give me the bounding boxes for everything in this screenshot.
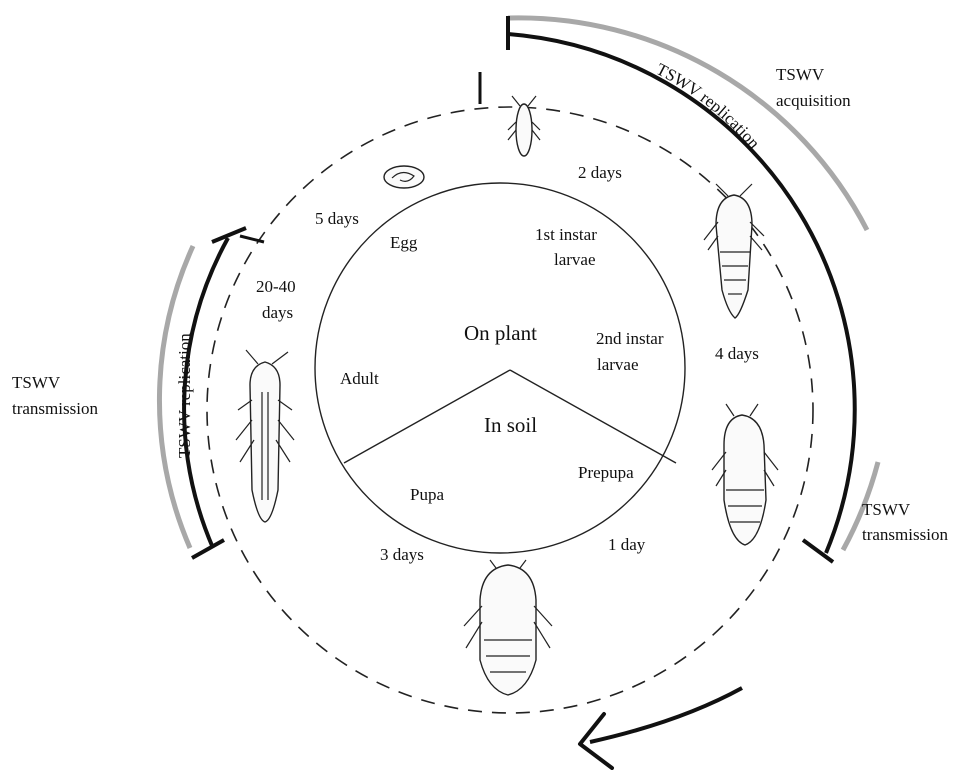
larval-transmission-line1: TSWV: [862, 500, 911, 519]
larval-transmission-line2: transmission: [862, 525, 948, 544]
adult-transmission-line1: TSWV: [12, 373, 61, 392]
second-instar-larva-illustration: [704, 184, 764, 318]
first-instar-label-line1: 1st instar: [535, 225, 597, 244]
larval-replication-label: TSWV replication: [653, 59, 764, 152]
pupa-stage-label: Pupa: [410, 485, 444, 504]
duration-egg: 5 days: [315, 209, 359, 228]
adult-stage-label: Adult: [340, 369, 379, 388]
duration-pupa: 3 days: [380, 545, 424, 564]
egg-stage-label: Egg: [390, 233, 418, 252]
duration-prepupa: 1 day: [608, 535, 646, 554]
larval-replication-textpath: TSWV replication: [653, 59, 764, 152]
in-soil-label: In soil: [484, 413, 537, 437]
larval-acquisition-arc: [508, 18, 867, 230]
larval-acquisition-line2: acquisition: [776, 91, 851, 110]
adult-replication-label: TSWV replication: [175, 333, 194, 458]
second-instar-label-line1: 2nd instar: [596, 329, 664, 348]
larval-acquisition-line1: TSWV: [776, 65, 825, 84]
adult-transmission-line2: transmission: [12, 399, 98, 418]
adult-thrips-illustration: [236, 350, 294, 522]
prepupa-stage-label: Prepupa: [578, 463, 634, 482]
second-instar-label-line2: larvae: [597, 355, 639, 374]
on-plant-label: On plant: [464, 321, 537, 345]
pupa-illustration: [464, 560, 552, 695]
first-instar-larva-illustration: [508, 96, 540, 156]
first-instar-label-line2: larvae: [554, 250, 596, 269]
duration-egg-to-first: 2 days: [578, 163, 622, 182]
duration-adult-line2: days: [262, 303, 293, 322]
prepupa-illustration: [712, 404, 778, 545]
duration-first-to-second: 4 days: [715, 344, 759, 363]
adult-arc-end-tick: [192, 540, 224, 558]
egg-illustration: [384, 166, 424, 188]
cycle-direction-arrow: [590, 688, 742, 742]
duration-adult-line1: 20-40: [256, 277, 296, 296]
